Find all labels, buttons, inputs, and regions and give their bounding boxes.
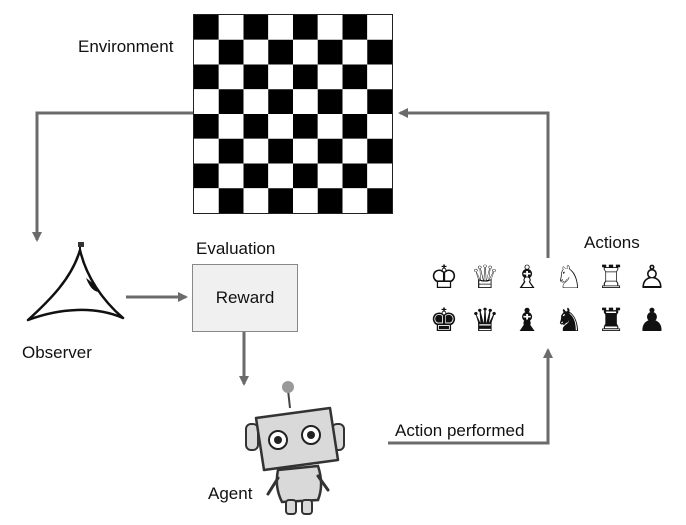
white-bishop-icon: ♗ bbox=[512, 258, 542, 296]
board-square bbox=[317, 188, 343, 213]
environment-label: Environment bbox=[78, 37, 174, 56]
arrow-agent-to-actions bbox=[388, 348, 553, 445]
board-square bbox=[367, 188, 392, 213]
actions-label: Actions bbox=[584, 233, 640, 252]
board-square bbox=[317, 163, 343, 189]
arrow-actions-to-environment bbox=[398, 108, 550, 258]
white-queen-icon: ♕ bbox=[470, 258, 500, 296]
board-square bbox=[268, 89, 293, 114]
chessboard bbox=[193, 14, 393, 214]
board-square bbox=[243, 64, 269, 90]
board-square bbox=[268, 64, 293, 90]
board-square bbox=[293, 39, 318, 65]
board-square bbox=[317, 138, 343, 164]
board-square bbox=[367, 64, 392, 90]
board-square bbox=[243, 89, 269, 114]
board-square bbox=[367, 114, 392, 139]
black-rook-icon: ♜ bbox=[596, 301, 626, 339]
board-square bbox=[218, 89, 244, 114]
white-rook-icon: ♖ bbox=[596, 258, 626, 296]
board-square bbox=[218, 64, 244, 90]
board-square bbox=[342, 114, 368, 139]
agent-label: Agent bbox=[208, 484, 253, 503]
black-bishop-icon: ♝ bbox=[512, 301, 542, 339]
board-square bbox=[317, 89, 343, 114]
white-knight-icon: ♘ bbox=[554, 258, 584, 296]
board-square bbox=[342, 163, 368, 189]
board-square bbox=[317, 15, 343, 40]
board-square bbox=[342, 138, 368, 164]
reward-label: Reward bbox=[215, 288, 275, 307]
black-queen-icon: ♛ bbox=[470, 301, 500, 339]
observer-icon bbox=[26, 242, 125, 322]
black-pawn-icon: ♟ bbox=[637, 301, 667, 339]
board-square bbox=[293, 163, 318, 189]
board-square bbox=[342, 15, 368, 40]
board-square bbox=[243, 138, 269, 164]
black-knight-icon: ♞ bbox=[554, 301, 584, 339]
board-square bbox=[218, 163, 244, 189]
board-square bbox=[293, 15, 318, 40]
white-king-icon: ♔ bbox=[429, 258, 459, 296]
board-square bbox=[194, 188, 219, 213]
board-square bbox=[367, 15, 392, 40]
board-square bbox=[317, 64, 343, 90]
board-square bbox=[243, 188, 269, 213]
board-square bbox=[268, 114, 293, 139]
arrow-environment-to-observer bbox=[32, 111, 193, 242]
board-square bbox=[268, 15, 293, 40]
board-square bbox=[194, 163, 219, 189]
board-square bbox=[293, 64, 318, 90]
board-square bbox=[194, 89, 219, 114]
board-square bbox=[342, 39, 368, 65]
board-square bbox=[268, 163, 293, 189]
board-square bbox=[218, 138, 244, 164]
reward-box: Reward bbox=[192, 264, 298, 332]
board-square bbox=[293, 138, 318, 164]
board-square bbox=[218, 114, 244, 139]
board-square bbox=[367, 39, 392, 65]
board-square bbox=[243, 15, 269, 40]
black-king-icon: ♚ bbox=[429, 301, 459, 339]
board-square bbox=[367, 89, 392, 114]
board-square bbox=[218, 15, 244, 40]
action-performed-label: Action performed bbox=[395, 421, 525, 440]
board-square bbox=[342, 64, 368, 90]
board-square bbox=[293, 188, 318, 213]
board-square bbox=[194, 114, 219, 139]
board-square bbox=[268, 39, 293, 65]
board-square bbox=[243, 39, 269, 65]
board-square bbox=[293, 89, 318, 114]
board-square bbox=[317, 39, 343, 65]
board-square bbox=[293, 114, 318, 139]
board-square bbox=[268, 138, 293, 164]
board-square bbox=[218, 188, 244, 213]
board-square bbox=[194, 15, 219, 40]
board-square bbox=[342, 89, 368, 114]
board-square bbox=[342, 188, 368, 213]
board-square bbox=[194, 64, 219, 90]
board-square bbox=[243, 163, 269, 189]
board-square bbox=[367, 138, 392, 164]
board-square bbox=[194, 138, 219, 164]
board-square bbox=[243, 114, 269, 139]
white-pawn-icon: ♙ bbox=[637, 258, 667, 296]
board-square bbox=[194, 39, 219, 65]
observer-label: Observer bbox=[22, 343, 92, 362]
board-square bbox=[367, 163, 392, 189]
evaluation-label: Evaluation bbox=[196, 239, 276, 258]
board-square bbox=[218, 39, 244, 65]
board-square bbox=[268, 188, 293, 213]
board-square bbox=[317, 114, 343, 139]
agent-robot-icon bbox=[245, 381, 345, 515]
